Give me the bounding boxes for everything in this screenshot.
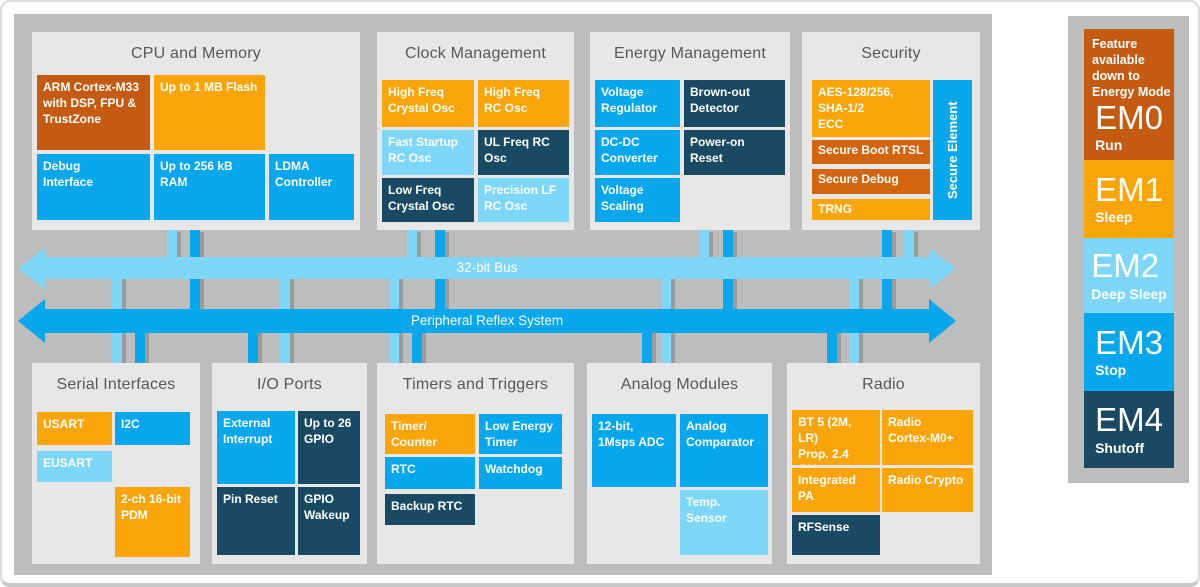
section-title-cpu: CPU and Memory (131, 45, 261, 62)
section-title-timers: Timers and Triggers (402, 376, 549, 393)
section-timers-and-triggers: Timers and Triggers Timer/ Counter Low E… (377, 363, 574, 564)
tile-pin-reset: Pin Reset (217, 487, 295, 555)
section-title-analog: Analog Modules (620, 376, 739, 393)
tile-radio-cortex-m0: Radio Cortex-M0+ (882, 410, 973, 465)
tile-brown-out-detector: Brown-out Detector (684, 80, 785, 127)
section-security: Security AES-128/256, SHA-1/2 ECC Secure… (802, 32, 980, 230)
section-radio: Radio BT 5 (2M, LR) Prop. 2.4 GHz Radio … (787, 363, 980, 564)
tile-low-energy-timer: Low Energy Timer (479, 414, 562, 454)
connector-serial-prs (135, 320, 145, 363)
tile-backup-rtc: Backup RTC (385, 494, 475, 525)
section-title-serial: Serial Interfaces (56, 376, 176, 393)
tile-temp-sensor: Temp. Sensor (680, 490, 768, 555)
tile-integrated-pa: Integrated PA (792, 468, 880, 512)
tile-arm-cortex-m33: ARM Cortex-M33 with DSP, FPU & TrustZone (37, 75, 150, 150)
bus-prs-body (42, 309, 932, 333)
tile-gpio: Up to 26 GPIO (298, 411, 360, 484)
connector-timers-prs (412, 320, 422, 363)
tile-secure-debug: Secure Debug (812, 169, 930, 194)
em-mode-sublabel: Shutoff (1095, 439, 1145, 456)
tile-ul-freq-rc-osc: UL Freq RC Osc (478, 130, 569, 175)
tile-i2c: I2C (115, 412, 190, 445)
tile-ldma-controller: LDMA Controller (269, 154, 354, 220)
tile-adc: 12-bit, 1Msps ADC (592, 414, 676, 487)
section-clock-management: Clock Management High Freq Crystal Osc H… (377, 32, 574, 230)
tile-secure-boot-rtsl: Secure Boot RTSL (812, 140, 930, 164)
bus-32bit: 32-bit Bus (18, 248, 956, 289)
em-legend-column: Feature available down to Energy Mode EM… (1084, 29, 1174, 468)
section-serial-interfaces: Serial Interfaces USART I2C EUSART 2-ch … (32, 363, 200, 564)
tile-radio-crypto: Radio Crypto (882, 468, 973, 512)
tile-dcdc-converter: DC-DC Converter (595, 130, 680, 175)
tile-rtc: RTC (385, 457, 475, 489)
tile-aes-sha-ecc: AES-128/256, SHA-1/2 ECC (812, 80, 930, 137)
tile-timer-counter: Timer/ Counter (385, 414, 475, 454)
section-title-clock: Clock Management (404, 45, 547, 62)
tile-external-interrupt: External Interrupt (217, 411, 295, 484)
tile-usart: USART (37, 412, 112, 445)
tile-flash: Up to 1 MB Flash (154, 75, 265, 150)
tile-ram: Up to 256 kB RAM (154, 154, 265, 220)
bus-prs: Peripheral Reflex System (18, 299, 956, 343)
tile-secure-element: Secure Element (933, 80, 972, 220)
tile-bt5: BT 5 (2M, LR) Prop. 2.4 GHz (792, 410, 880, 465)
em-mode-sublabel: Sleep (1095, 209, 1133, 226)
tile-eusart: EUSART (37, 451, 112, 482)
section-title-security: Security (861, 45, 921, 62)
em-mode-em0: Feature available down to Energy Mode EM… (1084, 29, 1174, 160)
em-mode-em1: EM1 Sleep (1084, 160, 1174, 238)
section-title-energy: Energy Management (614, 45, 766, 62)
section-cpu-and-memory: CPU and Memory ARM Cortex-M33 with DSP, … (32, 32, 360, 230)
connector-analog-prs (642, 320, 652, 363)
connector-security-bus32 (904, 230, 914, 268)
connector-energy-bus32 (699, 230, 709, 268)
tile-pdm: 2-ch 16-bit PDM (115, 487, 190, 557)
connector-radio-prs (827, 320, 837, 363)
tile-hf-crystal-osc: High Freq Crystal Osc (382, 80, 474, 127)
tile-lf-crystal-osc: Low Freq Crystal Osc (382, 178, 474, 222)
tile-watchdog: Watchdog (479, 457, 562, 489)
tile-debug-interface: Debug Interface (37, 154, 150, 220)
em-mode-name: EM3 (1095, 323, 1163, 361)
section-energy-management: Energy Management Voltage Regulator Brow… (590, 32, 790, 230)
tile-precision-lf-rc-osc: Precision LF RC Osc (478, 178, 569, 222)
tile-trng: TRNG (812, 199, 930, 220)
section-title-io: I/O Ports (257, 376, 322, 393)
tile-rfsense: RFSense (792, 515, 880, 555)
tile-analog-comparator: Analog Comparator (680, 414, 768, 487)
tile-voltage-scaling: Voltage Scaling (595, 178, 680, 222)
section-io-ports: I/O Ports External Interrupt Up to 26 GP… (212, 363, 367, 564)
bus-32bit-body (42, 257, 932, 279)
em-mode-em2: EM2 Deep Sleep (1084, 238, 1174, 313)
connector-cpu-bus32 (167, 230, 177, 268)
tile-fast-startup-rc-osc: Fast Startup RC Osc (382, 130, 474, 175)
tile-gpio-wakeup: GPIO Wakeup (298, 487, 360, 555)
connector-io-prs (248, 320, 258, 363)
em-mode-sublabel: Stop (1095, 362, 1127, 379)
em-legend-note: Feature available down to Energy Mode (1092, 36, 1171, 100)
em-mode-em3: EM3 Stop (1084, 313, 1174, 391)
tile-voltage-regulator: Voltage Regulator (595, 80, 680, 127)
bus-32bit-label: 32-bit Bus (456, 260, 518, 275)
em-mode-name: EM2 (1091, 247, 1160, 285)
em-mode-em4: EM4 Shutoff (1084, 391, 1174, 468)
tile-hf-rc-osc: High Freq RC Osc (478, 80, 569, 127)
em-mode-sublabel: Deep Sleep (1091, 285, 1167, 302)
section-title-radio: Radio (862, 376, 905, 393)
bus-prs-label: Peripheral Reflex System (410, 313, 564, 328)
em-mode-name: EM0 (1095, 98, 1163, 136)
connector-clock-bus32 (407, 230, 417, 268)
em-mode-name: EM1 (1095, 170, 1163, 208)
em-mode-sublabel: Run (1095, 137, 1123, 154)
section-analog-modules: Analog Modules 12-bit, 1Msps ADC Analog … (587, 363, 772, 564)
em-mode-name: EM4 (1095, 401, 1163, 439)
tile-power-on-reset: Power-on Reset (684, 130, 785, 175)
